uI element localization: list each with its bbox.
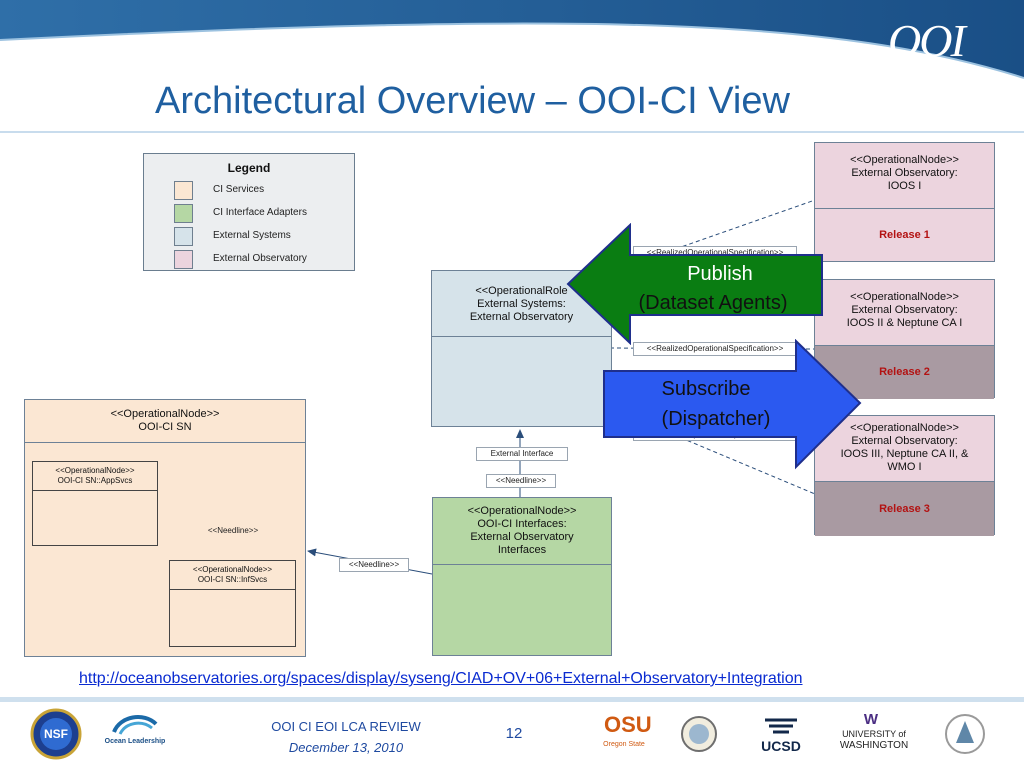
legend-swatch-ci-interface-adapters: [174, 204, 193, 223]
subscribe-label-1: Subscribe: [661, 378, 751, 400]
legend-title: Legend: [227, 161, 271, 175]
seal-logo-icon: [681, 716, 717, 752]
nsf-logo-icon: [30, 708, 82, 760]
publish-arrow: [566, 223, 823, 345]
legend-swatch-ci-services: [174, 181, 193, 200]
external-systems-line1: <<OperationalRole: [475, 285, 568, 297]
obs1-line1: <<OperationalNode>>: [850, 154, 959, 166]
uw-logo-w: W: [863, 711, 879, 728]
legend-swatch-external-systems: [174, 227, 193, 246]
ucsd-logo-text: UCSD: [761, 738, 801, 754]
osu-logo-text: OSU: [604, 712, 652, 737]
infsvcs-name: OOI-CI SN::InfSvcs: [197, 575, 268, 584]
external-systems-line2: External Systems:: [477, 298, 566, 310]
obs3-line3: IOOS III, Neptune CA II, &: [840, 448, 969, 460]
obs2-line2: External Observatory:: [851, 304, 958, 316]
interfaces-line1: <<OperationalNode>>: [467, 505, 577, 517]
ocean-leadership-logo-text: Ocean Leadership: [104, 738, 166, 745]
obs3-line4: WMO I: [887, 461, 922, 473]
legend-label: External Observatory: [213, 253, 307, 264]
needline-left-label: <<Needline>>: [339, 558, 409, 572]
ci-sn-name: OOI-CI SN: [138, 421, 192, 433]
ci-sn-stereotype: <<OperationalNode>>: [110, 408, 220, 420]
ooi-logo: OOI: [888, 14, 998, 66]
publish-label-2: (Dataset Agents): [638, 292, 788, 314]
interfaces-line3: External Observatory: [470, 531, 574, 543]
external-systems-divider: [432, 336, 611, 337]
subscribe-label-2: (Dispatcher): [661, 408, 771, 430]
subscribe-arrow: [603, 339, 862, 470]
uw-logo-line2: WASHINGTON: [839, 740, 909, 751]
obs2-line3: IOOS II & Neptune CA I: [846, 317, 963, 329]
footer-page-number: 12: [505, 725, 523, 742]
observatory-node-3: <<OperationalNode>> External Observatory…: [814, 415, 995, 536]
legend-label: CI Services: [213, 184, 265, 195]
ooi-logo-text: OOI: [888, 15, 966, 66]
obs2-line1: <<OperationalNode>>: [850, 291, 959, 303]
needline-inner-label: <<Needline>>: [207, 526, 259, 535]
external-systems-line3: External Observatory: [469, 311, 574, 323]
appsvcs-stereotype: <<OperationalNode>>: [55, 466, 135, 475]
interfaces-line2: OOI-CI Interfaces:: [477, 518, 567, 530]
obs1-line3: IOOS I: [887, 180, 922, 192]
appsvcs-name: OOI-CI SN::AppSvcs: [57, 476, 133, 485]
needline-upper-label: <<Needline>>: [486, 474, 556, 488]
obs1-line2: External Observatory:: [851, 167, 958, 179]
footer-date: December 13, 2010: [288, 740, 404, 755]
appsvcs-node: <<OperationalNode>> OOI-CI SN::AppSvcs: [32, 461, 158, 546]
legend: Legend CI Services CI Interface Adapters…: [143, 153, 355, 271]
infsvcs-stereotype: <<OperationalNode>>: [192, 565, 273, 574]
ci-sn-divider: [25, 442, 305, 443]
nsf-logo-text: NSF: [44, 727, 68, 741]
osu-logo-sub: Oregon State: [603, 741, 645, 748]
interfaces-line4: Interfaces: [497, 544, 547, 556]
infsvcs-node: <<OperationalNode>> OOI-CI SN::InfSvcs: [169, 560, 296, 647]
wiki-link[interactable]: http://oceanobservatories.org/spaces/dis…: [79, 670, 803, 687]
observatory-node-2: <<OperationalNode>> External Observatory…: [814, 279, 995, 399]
uw-logo-line1: UNIVERSITY of: [842, 729, 906, 739]
ucsd-logo-icon: [765, 718, 797, 734]
institution-seal-icon: [945, 714, 985, 754]
footer-band: [0, 697, 1024, 702]
legend-swatch-external-observatory: [174, 250, 193, 269]
observatory-node-1: <<OperationalNode>> External Observatory…: [814, 142, 995, 262]
ocean-leadership-logo-icon: [112, 715, 158, 735]
page-title: Architectural Overview – OOI-CI View: [155, 80, 790, 122]
obs3-line1: <<OperationalNode>>: [850, 422, 959, 434]
legend-label: External Systems: [213, 230, 291, 241]
appsvcs-divider: [33, 490, 157, 491]
external-interface-label: External Interface: [476, 447, 568, 461]
interfaces-node: <<OperationalNode>> OOI-CI Interfaces: E…: [432, 497, 612, 656]
obs1-divider: [815, 208, 994, 209]
publish-label-1: Publish: [687, 263, 753, 285]
header-band: [0, 0, 1024, 79]
infsvcs-divider: [170, 589, 295, 590]
release-label-1: Release 1: [879, 229, 930, 241]
interfaces-divider: [433, 564, 611, 565]
title-rule: [0, 131, 1024, 133]
obs3-line2: External Observatory:: [851, 435, 958, 447]
release-label-3: Release 3: [879, 503, 930, 515]
obs3-release-band: [815, 481, 994, 536]
legend-label: CI Interface Adapters: [213, 207, 307, 218]
footer-review-title: OOI CI EOI LCA REVIEW: [271, 719, 421, 734]
release-label-2: Release 2: [879, 366, 930, 378]
